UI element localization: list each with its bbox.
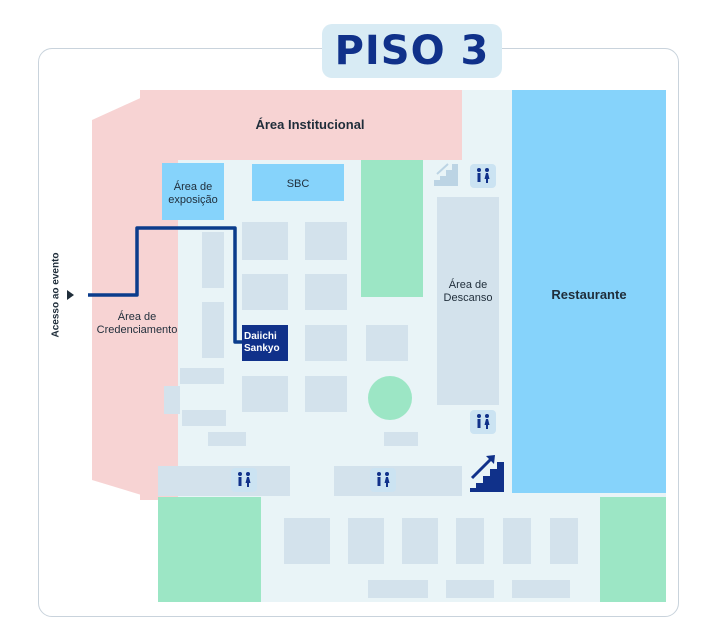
green-circle [368,376,412,420]
label-credenciamento-1: Área de [117,311,157,323]
room [334,466,462,496]
label-descanso-2: Descanso [443,292,493,304]
booth-label-2: Sankyo [244,343,280,354]
room [242,274,288,310]
label-exposicao-2: exposição [168,194,218,206]
room [456,518,484,564]
room [158,466,290,496]
room [503,518,531,564]
booth-label-1: Daiichi [244,331,277,342]
room [550,518,578,564]
restroom-icon [470,164,496,188]
label-descanso-1: Área de [448,279,488,291]
room [208,432,246,446]
area-institucional [158,90,462,160]
room [446,580,494,598]
room [512,580,570,598]
label-exposicao-1: Área de [173,181,213,193]
label-credenciamento-2: Credenciamento [96,324,178,336]
room [305,222,347,260]
room [180,368,224,384]
area-restaurante [512,90,666,493]
label-restaurante: Restaurante [551,287,627,302]
label-institucional: Área Institucional [255,117,365,132]
room [305,274,347,310]
area-sbc [252,164,344,201]
entrance-arrow-icon [67,290,74,300]
room [305,325,347,361]
green-area-bottom-right [600,497,666,602]
green-area-bottom-left [158,497,261,602]
room [284,518,330,564]
room [384,432,418,446]
room [402,518,438,564]
label-sbc: SBC [286,178,310,190]
green-area-center [361,160,423,297]
restroom-icon [231,468,257,492]
room [348,518,384,564]
restroom-icon [470,410,496,434]
room [202,232,224,288]
room [368,580,428,598]
room [182,410,226,426]
room [242,376,288,412]
room [305,376,347,412]
booth-daiichi-sankyo[interactable] [242,325,288,361]
room [164,386,180,414]
room [202,302,224,358]
area-exposicao [162,163,224,220]
area-descanso [437,197,499,405]
restroom-icon [370,468,396,492]
room [242,222,288,260]
floor-title: PISO 3 [322,24,502,78]
room [366,325,408,361]
